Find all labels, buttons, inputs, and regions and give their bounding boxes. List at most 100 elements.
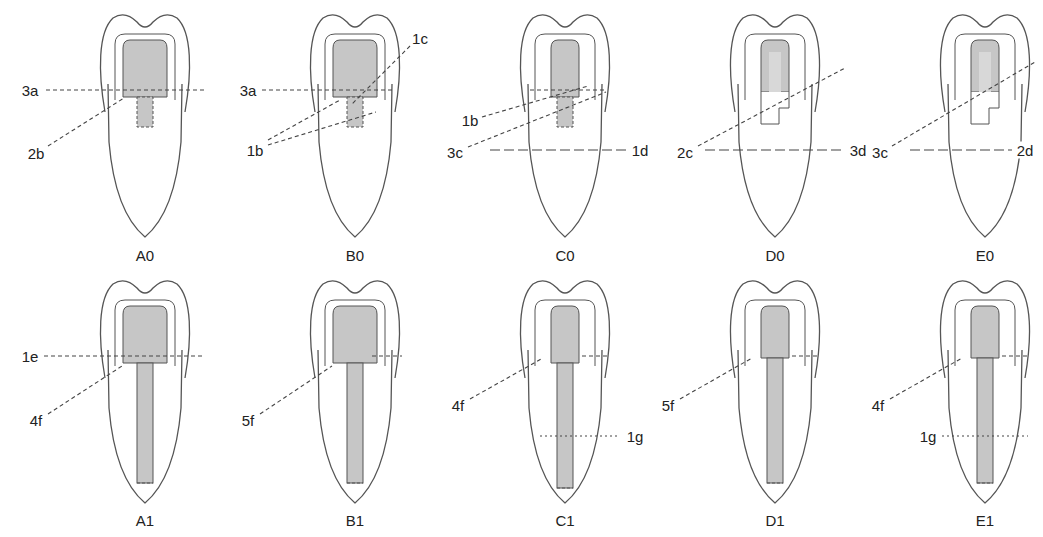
post-tip [767,483,783,484]
leader-line [1002,355,1028,356]
leader-line [268,100,340,140]
tooth [100,15,189,237]
root-outline [738,350,812,503]
callout-number: 1b [246,142,265,159]
post-tip [347,483,363,484]
leader-line [372,355,402,356]
core-buildup [123,40,167,97]
canal-space [761,92,789,124]
canal-space [971,92,999,124]
leader-line [910,149,1012,150]
long-post [977,358,993,483]
figure-label: E0 [975,247,995,264]
callout-number: 4f [871,397,886,414]
root-outline [528,350,602,503]
leader-line [268,112,376,145]
figure-label: C0 [554,247,575,264]
tooth [730,281,819,503]
leader-line [470,358,543,399]
post-stub [769,52,781,92]
callout-number: 1e [21,348,40,365]
leader-line [890,358,962,399]
figure-label: D1 [764,512,785,529]
leader-line [698,68,845,146]
callout-number: 2b [27,145,46,162]
core-buildup [333,306,377,363]
leader-line [262,89,395,90]
root-outline [528,84,602,237]
leader-line [46,89,205,90]
callout-number: 3c [446,144,464,161]
callout-number: 4f [29,412,44,429]
tooth [940,15,1029,237]
long-post [557,363,573,488]
callout-number: 1d [631,142,650,159]
root-outline [318,84,392,237]
core-buildup [333,40,377,97]
root-outline [948,350,1022,503]
callout-number: 1g [919,428,938,445]
tooth [940,281,1029,503]
root-outline [738,84,812,237]
leader-line [48,98,124,146]
post-tip [977,483,993,484]
callout-number: 1c [411,30,429,47]
figure-label: B1 [345,512,365,529]
leader-line [540,435,620,436]
leader-line [705,149,843,150]
leader-line [582,355,608,356]
tooth [520,15,609,237]
root-outline [318,350,392,503]
leader-line [48,366,122,414]
tooth [730,15,819,237]
core-buildup [551,40,579,97]
callout-number: 5f [661,397,676,414]
figure-label: B0 [345,247,365,264]
tooth [100,281,189,503]
core-buildup [761,40,789,92]
core-buildup [971,40,999,92]
root-outline [108,84,182,237]
leader-line [44,355,205,356]
figure-label: D0 [764,247,785,264]
crown-inner-line [955,34,1015,100]
leader-line [530,89,605,90]
leader-line [680,358,752,399]
callout-number: 1b [461,112,480,129]
figure-label: A0 [135,247,155,264]
tooth [310,281,399,503]
short-post [137,97,153,127]
core-buildup [551,306,579,363]
core-buildup [761,306,789,358]
tooth [520,281,609,503]
callout-number: 4f [451,397,466,414]
leader-line [942,435,1028,436]
tooth [310,15,399,237]
crown-inner-line [745,34,805,100]
leader-line [482,86,588,117]
figure-label: C1 [554,512,575,529]
core-buildup [971,306,999,358]
leader-line [352,46,410,104]
callout-number: 1g [626,428,645,445]
core-buildup [123,306,167,363]
callout-number: 3a [239,82,258,99]
figure-label: A1 [135,512,155,529]
callout-number: 2c [676,144,694,161]
leader-line [260,366,332,414]
callout-number: 3c [871,144,889,161]
post-tip [557,488,573,489]
callout-number: 3d [849,142,868,159]
root-outline [108,350,182,503]
callout-number: 3a [21,82,40,99]
post-tip [137,483,153,484]
long-post [767,358,783,483]
leader-line [892,62,1035,146]
callout-number: 5f [241,412,256,429]
callout-number: 2d [1016,142,1035,159]
post-stub [979,52,991,92]
short-post [557,97,573,127]
leader-line [490,149,626,150]
